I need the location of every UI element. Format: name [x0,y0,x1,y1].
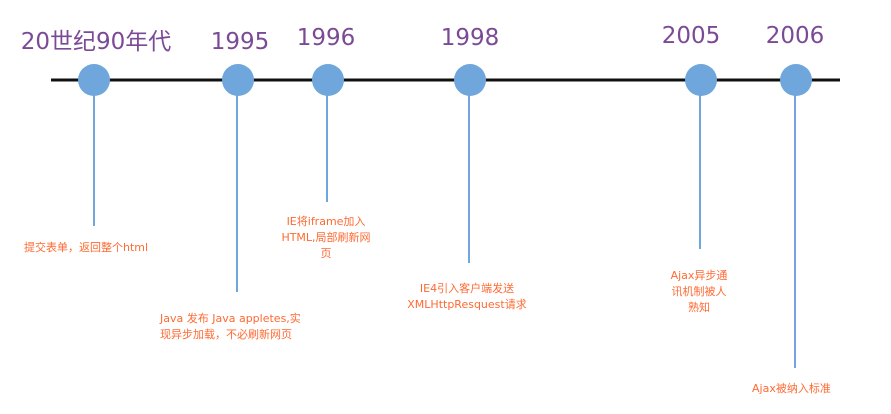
event-description-4: IE4引入客户端发送 XMLHttpResquest请求 [407,282,527,311]
event-description-2: Java 发布 Java appletes,实 现异步加载，不必刷新网页 [160,312,301,341]
timeline-node-1 [78,64,110,96]
timeline-node-2 [222,64,254,96]
year-label-3: 1996 [297,25,356,51]
timeline-node-4 [454,64,486,96]
event-description-6: Ajax被纳入标准 [752,382,831,395]
timeline-node-5 [685,64,717,96]
event-description-5: Ajax异步通 讯机制被人 熟知 [670,269,728,314]
event-description-1: 提交表单，返回整个html [24,241,149,254]
year-label-5: 2005 [662,23,721,49]
year-label-6: 2006 [766,23,825,49]
year-label-4: 1998 [441,25,500,51]
year-label-2: 1995 [211,29,270,55]
year-label-1: 20世纪90年代 [21,29,172,55]
event-description-3: IE将iframe加入 HTML,局部刷新网页 [281,215,371,260]
timeline-node-6 [780,64,812,96]
timeline-node-3 [312,64,344,96]
